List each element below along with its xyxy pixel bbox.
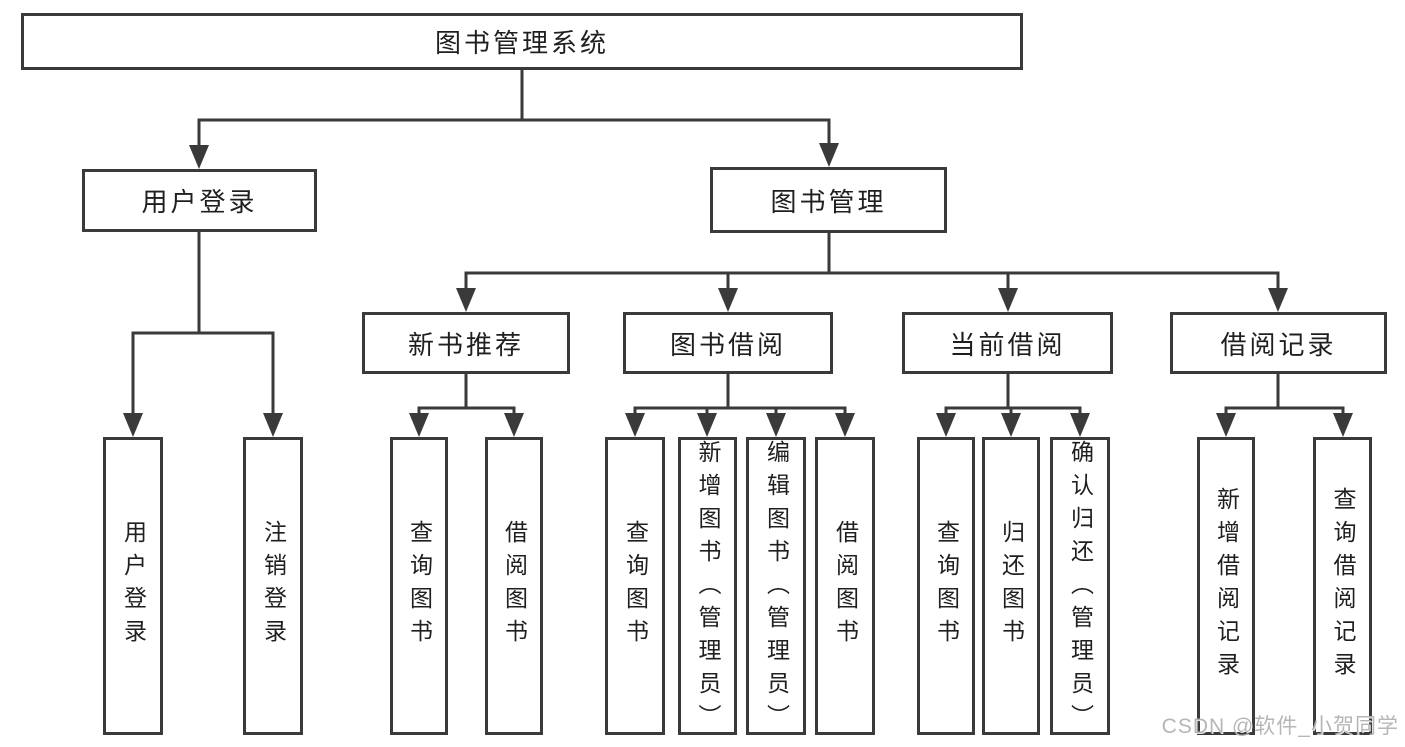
arrowhead [1001, 413, 1021, 437]
arrowhead [1333, 413, 1353, 437]
csdn-watermark: CSDN @软件_小贺同学 [1161, 715, 1399, 738]
arrowhead [123, 413, 143, 437]
node-label: 当前借阅 [949, 329, 1066, 360]
connector-bookborrow-crossbar [633, 406, 847, 425]
node-new-book-recommend: 新书推荐 [362, 312, 570, 374]
arrowhead [189, 145, 209, 169]
node-user-login: 用户登录 [82, 169, 317, 232]
node-label: 查询图书 [933, 520, 960, 652]
arrowhead [1216, 413, 1236, 437]
node-label: 注销登录 [260, 520, 287, 652]
node-label: 归还图书 [998, 520, 1025, 652]
arrowhead [456, 288, 476, 312]
arrowhead [835, 413, 855, 437]
node-current-borrow: 当前借阅 [902, 312, 1113, 374]
arrowhead [263, 413, 283, 437]
node-label: 借阅记录 [1220, 329, 1337, 360]
leaf-add-borrow-record: 新增借阅记录 [1197, 437, 1255, 735]
leaf-query-books-2: 查询图书 [605, 437, 665, 735]
node-book-management: 图书管理 [710, 167, 947, 233]
leaf-add-books-admin: 新增图书（管理员） [678, 437, 737, 737]
leaf-edit-books-admin: 编辑图书（管理员） [746, 437, 806, 737]
connector-userlogin-crossbar [131, 331, 275, 425]
leaf-borrow-books-1: 借阅图书 [485, 437, 543, 735]
arrowhead [998, 288, 1018, 312]
node-label: 图书管理系统 [434, 28, 609, 58]
node-label: 图书管理 [770, 186, 887, 217]
node-label: 新书推荐 [407, 329, 524, 360]
node-label: 图书借阅 [669, 329, 786, 360]
arrowhead [1070, 413, 1090, 437]
node-label: 借阅图书 [501, 520, 528, 652]
arrowhead [504, 413, 524, 437]
leaf-query-books-1: 查询图书 [390, 437, 448, 735]
node-label: 确认归还（管理员） [1067, 440, 1094, 737]
node-label: 查询图书 [406, 520, 433, 652]
node-label: 查询借阅记录 [1330, 487, 1356, 685]
node-label: 用户登录 [141, 187, 258, 217]
node-label: 借阅图书 [832, 520, 859, 652]
arrowhead [766, 413, 786, 437]
connector-newbook-crossbar [417, 406, 516, 425]
leaf-query-borrow-record: 查询借阅记录 [1313, 437, 1372, 735]
arrowhead [625, 413, 645, 437]
leaf-confirm-return-admin: 确认归还（管理员） [1050, 437, 1110, 737]
arrowhead [718, 288, 738, 312]
connector-bookmgmt-crossbar [464, 271, 1280, 300]
node-label: 编辑图书（管理员） [763, 440, 790, 737]
node-label: 新增借阅记录 [1213, 487, 1240, 685]
node-borrow-record: 借阅记录 [1170, 312, 1387, 374]
arrowhead [936, 413, 956, 437]
node-library-management-system: 图书管理系统 [21, 13, 1023, 70]
leaf-query-books-3: 查询图书 [917, 437, 975, 735]
node-book-borrow: 图书借阅 [623, 312, 833, 374]
leaf-borrow-books-2: 借阅图书 [815, 437, 875, 735]
node-label: 新增图书（管理员） [695, 440, 721, 737]
arrowhead [697, 413, 717, 437]
arrowhead [819, 143, 839, 167]
arrowhead [409, 413, 429, 437]
leaf-return-books: 归还图书 [982, 437, 1040, 735]
node-label: 用户登录 [120, 520, 147, 652]
connector-borrowrecord-crossbar [1224, 406, 1345, 425]
node-label: 查询图书 [622, 520, 649, 652]
leaf-logout: 注销登录 [243, 437, 303, 735]
arrowhead [1268, 288, 1288, 312]
leaf-user-login: 用户登录 [103, 437, 163, 735]
connector-root-crossbar [197, 118, 831, 156]
